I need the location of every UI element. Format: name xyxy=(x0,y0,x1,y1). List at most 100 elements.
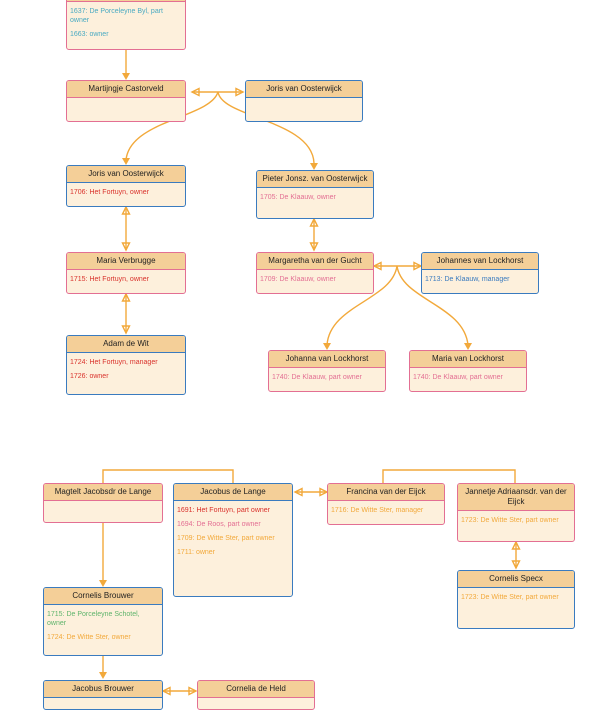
person-name: Francina van der Eijck xyxy=(328,484,444,501)
person-name: Jacobus Brouwer xyxy=(44,681,162,698)
arrowhead xyxy=(121,292,131,302)
event-entry: 1740: De Klaauw, part owner xyxy=(272,374,362,381)
arrowhead xyxy=(372,261,382,271)
person-card-magtelt-jacobsdr-de-lange[interactable]: Magtelt Jacobsdr de Lange xyxy=(43,483,163,523)
person-name: Joris van Oosterwijck xyxy=(67,166,185,183)
person-name: Pieter Jonsz. van Oosterwijck xyxy=(257,171,373,188)
person-card-jannetje-adriaansdr-van-der-eijck[interactable]: Jannetje Adriaansdr. van der Eijck 1723: … xyxy=(457,483,575,542)
arrowhead xyxy=(121,242,131,252)
connector-line xyxy=(102,469,234,483)
person-name: Cornelis Specx xyxy=(458,571,574,588)
connector-line xyxy=(382,469,516,483)
person-name: Johannes van Lockhorst xyxy=(422,253,538,270)
person-card-joris-van-oosterwijck-jr[interactable]: Joris van Oosterwijck 1706: Het Fortuyn, … xyxy=(66,165,186,207)
event-list xyxy=(44,501,162,505)
event-entry: 1709: De Klaauw, owner xyxy=(260,276,336,283)
arrowhead xyxy=(309,242,319,252)
event-entry: 1716: De Witte Ster, manager xyxy=(331,507,424,514)
person-card-maria-verbrugge[interactable]: Maria Verbrugge 1715: Het Fortuyn, owner xyxy=(66,252,186,294)
arrowhead xyxy=(122,158,130,165)
person-name: Cornelis Brouwer xyxy=(44,588,162,605)
event-list: 1723: De Witte Ster, part owner xyxy=(458,511,574,532)
person-name: Jacobus de Lange xyxy=(174,484,292,501)
person-name: Margaretha van der Gucht xyxy=(257,253,373,270)
event-entry: 1723: De Witte Ster, part owner xyxy=(461,517,559,524)
event-entry: 1711: owner xyxy=(177,549,216,556)
event-entry: 1724: Het Fortuyn, manager xyxy=(70,359,158,366)
event-entry: 1724: De Witte Ster, owner xyxy=(47,634,131,641)
event-list: 1709: De Klaauw, owner xyxy=(257,270,373,291)
arrowhead xyxy=(99,580,107,587)
event-entry: 1740: De Klaauw, part owner xyxy=(413,374,503,381)
event-entry: 1705: De Klaauw, owner xyxy=(260,194,336,201)
event-list: 1691: Het Fortuyn, part owner 1694: De Ro… xyxy=(174,501,292,564)
arrowhead xyxy=(161,686,171,696)
arrowhead xyxy=(309,217,319,227)
person-name: Joris van Oosterwijck xyxy=(246,81,362,98)
person-name: Magtelt Jacobsdr de Lange xyxy=(44,484,162,501)
arrowhead xyxy=(188,686,198,696)
event-entry: 1709: De Witte Ster, part owner xyxy=(177,535,275,542)
person-card-pieter-jonsz-van-oosterwijck[interactable]: Pieter Jonsz. van Oosterwijck 1705: De Kl… xyxy=(256,170,374,219)
person-name: Johanna van Lockhorst xyxy=(269,351,385,368)
arrowhead xyxy=(122,73,130,80)
event-entry: 1726: owner xyxy=(70,373,109,380)
person-name: Maria Verbrugge xyxy=(67,253,185,270)
person-card-francina-van-der-eijck[interactable]: Francina van der Eijck 1716: De Witte Ste… xyxy=(327,483,445,525)
event-entry: 1691: Het Fortuyn, part owner xyxy=(177,507,270,514)
event-list: 1723: De Witte Ster, part owner xyxy=(458,588,574,609)
event-list xyxy=(198,698,314,702)
arrowhead xyxy=(190,87,200,97)
event-entry: 1706: Het Fortuyn, owner xyxy=(70,189,149,196)
arrowhead xyxy=(464,343,472,350)
person-card-margaretha-van-der-gucht[interactable]: Margaretha van der Gucht 1709: De Klaauw,… xyxy=(256,252,374,294)
person-card-maria-van-lockhorst[interactable]: Maria van Lockhorst 1740: De Klaauw, part… xyxy=(409,350,527,392)
arrowhead xyxy=(121,325,131,335)
event-list: 1740: De Klaauw, part owner xyxy=(410,368,526,389)
arrowhead xyxy=(511,540,521,550)
event-entry: 1715: De Porceleyne Schotel, owner xyxy=(47,611,140,627)
person-name: Maria van Lockhorst xyxy=(410,351,526,368)
arrowhead xyxy=(413,261,423,271)
event-entry: 1663: owner xyxy=(70,31,109,38)
person-card-martijngje-castorveld[interactable]: Martijngje Castorveld xyxy=(66,80,186,122)
event-list: 1716: De Witte Ster, manager xyxy=(328,501,444,522)
person-card-cornelis-specx[interactable]: Cornelis Specx 1723: De Witte Ster, part … xyxy=(457,570,575,629)
arrowhead xyxy=(99,672,107,679)
person-card-jacobus-brouwer[interactable]: Jacobus Brouwer xyxy=(43,680,163,710)
event-entry: 1723: De Witte Ster, part owner xyxy=(461,594,559,601)
person-name xyxy=(67,0,185,2)
person-card-cornelia-de-held[interactable]: Cornelia de Held xyxy=(197,680,315,710)
person-name: Adam de Wit xyxy=(67,336,185,353)
person-card-joris-van-oosterwijck[interactable]: Joris van Oosterwijck xyxy=(245,80,363,122)
arrowhead xyxy=(511,560,521,570)
arrowhead xyxy=(310,163,318,170)
event-list: 1740: De Klaauw, part owner xyxy=(269,368,385,389)
event-list xyxy=(246,98,362,102)
event-list: 1706: Het Fortuyn, owner xyxy=(67,183,185,204)
event-entry: 1713: De Klaauw, manager xyxy=(425,276,510,283)
event-list xyxy=(44,698,162,702)
event-entry: 1694: De Roos, part owner xyxy=(177,521,261,528)
event-list: 1705: De Klaauw, owner xyxy=(257,188,373,209)
event-entry: 1715: Het Fortuyn, owner xyxy=(70,276,149,283)
person-name: Martijngje Castorveld xyxy=(67,81,185,98)
person-card-johannes-van-lockhorst[interactable]: Johannes van Lockhorst 1713: De Klaauw, m… xyxy=(421,252,539,294)
event-list: 1715: De Porceleyne Schotel, owner 1724: … xyxy=(44,605,162,649)
arrowhead xyxy=(121,205,131,215)
event-list xyxy=(67,98,185,102)
person-name: Jannetje Adriaansdr. van der Eijck xyxy=(458,484,574,511)
event-list: 1713: De Klaauw, manager xyxy=(422,270,538,291)
person-name: Cornelia de Held xyxy=(198,681,314,698)
arrowhead xyxy=(319,487,329,497)
event-list: 1715: Het Fortuyn, owner xyxy=(67,270,185,291)
event-list: 1724: Het Fortuyn, manager 1726: owner xyxy=(67,353,185,388)
person-card-johanna-van-lockhorst[interactable]: Johanna van Lockhorst 1740: De Klaauw, pa… xyxy=(268,350,386,392)
arrowhead xyxy=(323,343,331,350)
